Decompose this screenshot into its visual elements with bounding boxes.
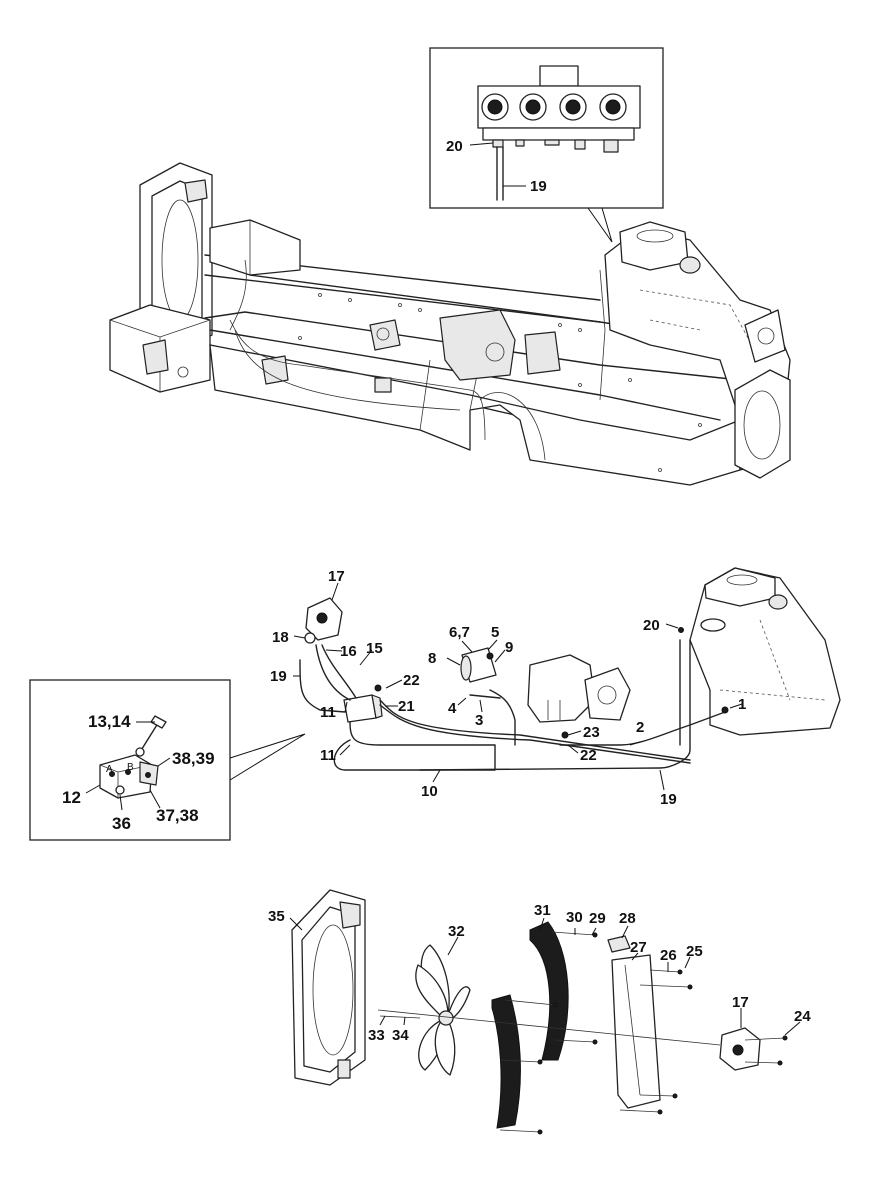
callout-label: 8 bbox=[428, 650, 436, 667]
callout-label: 11 bbox=[320, 704, 336, 721]
callout-label: 26 bbox=[660, 947, 677, 964]
fan-blade-icon bbox=[415, 944, 471, 1076]
callout-label: 20 bbox=[446, 138, 463, 155]
callout-label: 3 bbox=[475, 712, 483, 729]
callout-label: 10 bbox=[421, 783, 438, 800]
callout-label: 38,39 bbox=[172, 749, 215, 768]
callout-label: 2 bbox=[636, 719, 644, 736]
valve-port-a: A bbox=[106, 764, 113, 775]
callout-label: 36 bbox=[112, 814, 131, 833]
valve-port-b: B bbox=[127, 762, 134, 773]
callout-label: 15 bbox=[366, 640, 383, 657]
callout-label: 21 bbox=[398, 698, 415, 715]
callout-label: 19 bbox=[660, 791, 677, 808]
detail-inset-valve: A B 13,14 38,39 12 36 37,38 bbox=[29, 679, 231, 841]
callout-label: 19 bbox=[530, 178, 547, 195]
callout-label: 22 bbox=[403, 672, 420, 689]
callout-label: 4 bbox=[448, 700, 457, 717]
cooling-exploded-view bbox=[289, 889, 801, 1135]
bottom-callouts: 35 32 31 30 29 28 27 26 25 17 24 33 34 bbox=[268, 902, 811, 1044]
callout-label: 11 bbox=[320, 747, 336, 764]
callout-label: 25 bbox=[686, 943, 703, 960]
chassis-frame-view bbox=[109, 162, 791, 486]
callout-label: 30 bbox=[566, 909, 583, 926]
callout-label: 12 bbox=[62, 788, 81, 807]
callout-label: 5 bbox=[491, 624, 499, 641]
callout-label: 13,14 bbox=[88, 712, 131, 731]
callout-label: 16 bbox=[340, 643, 357, 660]
detail-inset-top: 20 19 bbox=[429, 47, 664, 209]
mid-callouts: 17 18 16 15 19 22 11 21 11 6,7 5 9 8 4 3… bbox=[270, 568, 746, 808]
callout-label: 9 bbox=[505, 639, 513, 656]
callout-label: 6,7 bbox=[449, 624, 470, 641]
callout-label: 23 bbox=[583, 724, 600, 741]
callout-label: 29 bbox=[589, 910, 606, 927]
callout-label: 18 bbox=[272, 629, 289, 646]
callout-label: 17 bbox=[328, 568, 345, 585]
callout-label: 31 bbox=[534, 902, 551, 919]
callout-label: 22 bbox=[580, 747, 597, 764]
callout-label: 19 bbox=[270, 668, 287, 685]
callout-label: 1 bbox=[738, 696, 746, 713]
callout-label: 32 bbox=[448, 923, 465, 940]
callout-label: 28 bbox=[619, 910, 636, 927]
hydraulic-lines-view bbox=[229, 567, 841, 791]
callout-label: 24 bbox=[794, 1008, 811, 1025]
callout-label: 35 bbox=[268, 908, 285, 925]
callout-label: 27 bbox=[630, 939, 647, 956]
manifold-port-icon bbox=[481, 93, 627, 121]
callout-label: 33 bbox=[368, 1027, 385, 1044]
callout-label: 37,38 bbox=[156, 806, 199, 825]
callout-label: 34 bbox=[392, 1027, 409, 1044]
callout-label: 20 bbox=[643, 617, 660, 634]
callout-label: 17 bbox=[732, 994, 749, 1011]
